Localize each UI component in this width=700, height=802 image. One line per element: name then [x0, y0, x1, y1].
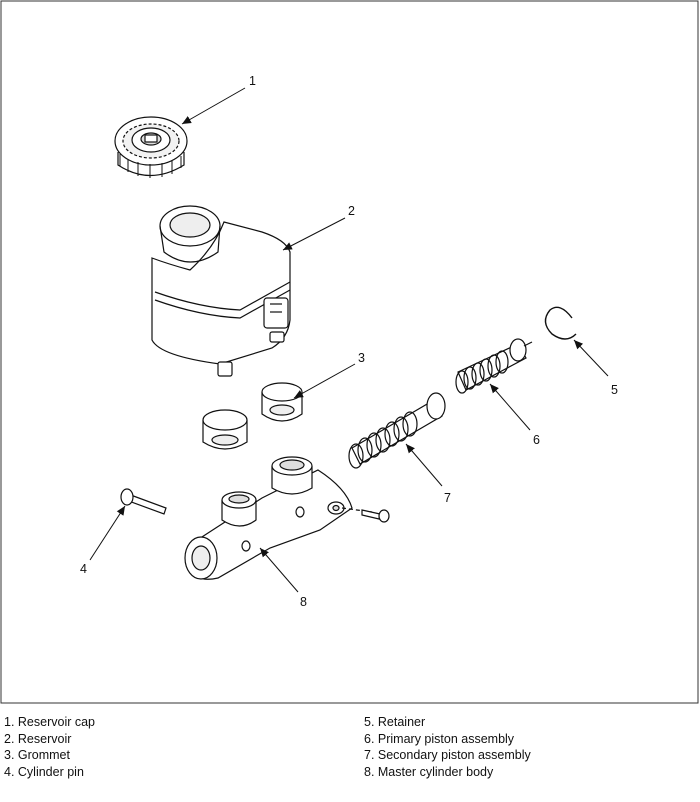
legend-left-column: 1. Reservoir cap 2. Reservoir 3. Grommet… — [4, 714, 95, 780]
callout-6: 6 — [533, 433, 540, 447]
leader-line-7 — [405, 443, 443, 487]
reservoir-illustration — [151, 205, 291, 377]
legend-item-reservoir: 2. Reservoir — [4, 731, 72, 746]
callout-4: 4 — [80, 562, 87, 576]
legend-item-cylinder-pin: 4. Cylinder pin — [4, 764, 84, 779]
figure-frame — [0, 0, 699, 704]
primary-piston-illustration — [455, 338, 533, 394]
callout-5: 5 — [611, 383, 618, 397]
leader-line-5 — [573, 339, 609, 377]
secondary-piston-illustration — [348, 392, 446, 469]
legend-item-primary-piston: 6. Primary piston assembly — [364, 731, 515, 746]
legend-item-retainer: 5. Retainer — [364, 715, 426, 729]
legend-item-reservoir-cap: 1. Reservoir cap — [4, 715, 96, 729]
cylinder-pin-illustration — [120, 488, 167, 515]
leader-line-8 — [259, 547, 299, 593]
callout-1: 1 — [249, 74, 256, 88]
legend-right-column: 5. Retainer 6. Primary piston assembly 7… — [364, 714, 531, 780]
grommet-illustration — [202, 382, 303, 450]
legend-item-grommet: 3. Grommet — [4, 748, 70, 762]
exploded-view-diagram: 1 2 3 4 5 6 7 8 — [0, 0, 699, 704]
callout-3: 3 — [358, 351, 365, 365]
retainer-illustration — [544, 306, 577, 340]
callout-8: 8 — [300, 595, 307, 609]
legend-item-master-cylinder-body: 8. Master cylinder body — [364, 764, 494, 779]
leader-lines — [89, 87, 609, 593]
legend-item-secondary-piston: 7. Secondary piston assembly — [364, 748, 531, 762]
master-cylinder-body-illustration — [184, 456, 373, 580]
callout-7: 7 — [444, 491, 451, 505]
leader-line-2 — [282, 217, 346, 251]
leader-line-4 — [89, 505, 126, 561]
reservoir-cap-illustration — [114, 116, 188, 178]
callout-2: 2 — [348, 204, 355, 218]
mounting-bolt-illustration — [361, 509, 390, 523]
leader-line-1 — [181, 87, 246, 125]
leader-line-3 — [293, 363, 356, 399]
leader-line-6 — [489, 383, 531, 431]
